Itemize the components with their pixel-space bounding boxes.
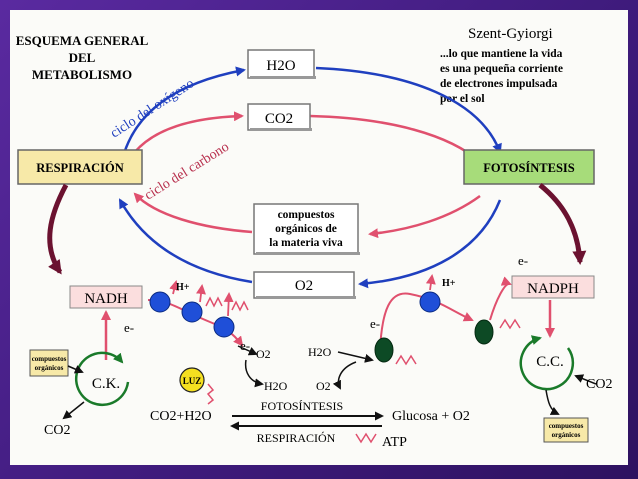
o2-box-label: O2: [295, 278, 313, 294]
respiratory-carrier-1: [149, 291, 171, 313]
carbon-cycle-label: ciclo del carbono: [142, 140, 232, 204]
atp-label: ATP: [382, 435, 407, 450]
proton-pump-arrow-3: [223, 292, 234, 317]
proton-pump-arrow-2: [196, 284, 206, 303]
respiracion-label: RESPIRACIÓN: [36, 161, 124, 175]
cc-label: C.C.: [536, 354, 564, 370]
oxygen-cycle-arrow-to-respiracion: [118, 198, 253, 284]
ck-co2-label: CO2: [44, 423, 70, 438]
quote-line-2: es una pequeña corriente: [440, 63, 563, 75]
atp-zigzag: [355, 432, 377, 444]
oxygen-to-water-arrow: [244, 359, 264, 388]
h2o-box: H2O: [247, 49, 316, 79]
compuestos-small-left-line-2: orgánicos: [35, 364, 64, 372]
compuestos-box: compuestos orgánicos de la materia viva: [253, 203, 360, 255]
electron-label-nadph: e-: [518, 253, 528, 268]
compuestos-small-right-line-1: compuestos: [549, 422, 584, 430]
water-product-label: H2O: [264, 379, 288, 393]
electron-label-chain: e-: [240, 338, 250, 353]
respiracion-to-nadh-arrow: [47, 183, 69, 275]
photo-zigzag-2: [499, 318, 521, 330]
respiratory-energy-zigzag-2: [231, 300, 249, 312]
diagram-title: ESQUEMA GENERAL DEL METABOLISMO: [16, 33, 149, 82]
equation-reactants: CO2+H2O: [150, 409, 212, 424]
title-line-1: ESQUEMA GENERAL: [16, 33, 149, 48]
fotosintesis-box: FOTOSÍNTESIS: [463, 149, 595, 185]
h2o-box-label: H2O: [266, 58, 295, 74]
oxygen-cycle-label: ciclo del oxígeno: [108, 76, 197, 141]
compuestos-line-2: orgánicos de: [275, 223, 337, 235]
diagram-panel: ESQUEMA GENERAL DEL METABOLISMO Szent-Gy…: [10, 10, 628, 465]
light-zigzag: [206, 383, 215, 405]
nadph-box: NADPH: [511, 275, 595, 299]
co2-box: CO2: [247, 103, 312, 131]
ck-to-co2-arrow: [62, 401, 85, 420]
photo-carrier: [419, 291, 441, 313]
respiratory-carrier-3: [213, 316, 235, 338]
co2-to-cc-arrow: [574, 374, 597, 385]
nadph-label: NADPH: [527, 281, 579, 297]
proton-pump-arrow-1: [169, 280, 179, 295]
photo-h-plus: H+: [442, 278, 456, 289]
oxygen-cycle-arrow-to-o2: [358, 199, 502, 289]
respiratory-carrier-2: [181, 301, 203, 323]
luz-sun: LUZ: [179, 367, 205, 393]
carbon-cycle-arrow-to-fotosintesis: [309, 114, 482, 164]
carbon-cycle-arrow-to-compuestos: [368, 194, 481, 239]
respiratory-h-plus: H+: [176, 282, 190, 293]
cc-co2-label: CO2: [586, 377, 612, 392]
photo-proton-arrow: [425, 274, 436, 291]
oxygen-cycle-arrow-to-fotosintesis: [315, 66, 502, 154]
co2-box-label: CO2: [265, 111, 293, 127]
quote-author: Szent-Gyiorgi: [468, 26, 553, 42]
respiracion-box: RESPIRACIÓN: [17, 149, 143, 185]
electron-to-oxygen-arrow: [237, 345, 258, 356]
quote-line-1: ...lo que mantiene la vida: [440, 48, 563, 60]
respiratory-energy-zigzag-1: [205, 296, 223, 308]
title-line-2: DEL: [69, 50, 96, 65]
nadh-box: NADH: [69, 285, 143, 309]
calvin-cycle: C.C.: [519, 335, 575, 391]
title-line-3: METABOLISMO: [32, 67, 132, 82]
krebs-cycle: C.K.: [74, 351, 130, 407]
compuestos-line-3: la materia viva: [269, 237, 343, 249]
photo-zigzag-1: [395, 354, 417, 366]
quote-line-4: por el sol: [440, 93, 485, 105]
o2-box: O2: [253, 271, 356, 299]
equation-fotosintesis-label: FOTOSÍNTESIS: [261, 399, 343, 413]
metabolism-diagram: ESQUEMA GENERAL DEL METABOLISMO Szent-Gy…: [16, 26, 613, 450]
quote-block: Szent-Gyiorgi ...lo que mantiene la vida…: [440, 26, 563, 105]
nadh-label: NADH: [84, 291, 127, 307]
electron-label-photo: e-: [370, 316, 380, 331]
photosystem-1: [474, 319, 494, 345]
photo-electron-path-2: [489, 276, 512, 321]
fotosintesis-to-nadph-arrow: [538, 183, 587, 265]
carbon-cycle-arrow-to-respiracion: [133, 192, 253, 234]
equation-products: Glucosa + O2: [392, 409, 470, 424]
compuestos-line-1: compuestos: [278, 209, 335, 221]
ck-label: C.K.: [92, 376, 120, 392]
fotosintesis-label: FOTOSÍNTESIS: [483, 161, 575, 175]
water-to-oxygen-arrow: [332, 361, 357, 390]
oxygen-acceptor-label: O2: [256, 347, 271, 361]
equation-respiracion-label: RESPIRACIÓN: [257, 431, 336, 445]
compuestos-to-ck-arrow: [67, 365, 84, 374]
compuestos-small-right-line-2: orgánicos: [552, 431, 581, 439]
electron-label-nadh: e-: [124, 320, 134, 335]
luz-label: LUZ: [183, 376, 202, 386]
cc-to-compuestos-arrow: [545, 389, 560, 415]
photosystem-2: [374, 337, 394, 363]
photo-water-label: H2O: [308, 345, 332, 359]
compuestos-small-left-line-1: compuestos: [32, 355, 67, 363]
photo-electron-path-1: [379, 292, 474, 351]
quote-line-3: de electrones impulsada: [440, 78, 558, 90]
compuestos-small-right: compuestos orgánicos: [543, 417, 589, 443]
compuestos-small-left: compuestos orgánicos: [29, 349, 69, 377]
water-to-photosystem-arrow: [337, 351, 374, 363]
photo-oxygen-label: O2: [316, 379, 331, 393]
